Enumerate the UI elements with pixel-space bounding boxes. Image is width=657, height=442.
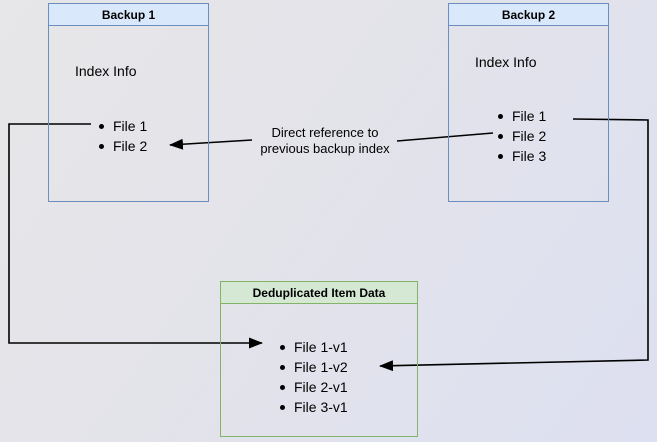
backup2-file-list: File 1 File 2 File 3 bbox=[498, 106, 546, 166]
bullet-icon bbox=[498, 113, 503, 119]
list-item: File 2-v1 bbox=[280, 377, 348, 397]
bullet-icon bbox=[280, 364, 285, 370]
bullet-icon bbox=[498, 153, 503, 159]
file-label: File 1 bbox=[512, 108, 547, 124]
file-label: File 1-v1 bbox=[294, 339, 348, 355]
backup2-index-info-label: Index Info bbox=[475, 54, 537, 70]
list-item: File 1-v2 bbox=[280, 357, 348, 377]
list-item: File 1-v1 bbox=[280, 337, 348, 357]
direct-reference-annotation: Direct reference to previous backup inde… bbox=[245, 125, 405, 157]
bullet-icon bbox=[280, 344, 285, 350]
dedup-title: Deduplicated Item Data bbox=[221, 282, 417, 304]
file-label: File 2-v1 bbox=[294, 379, 348, 395]
bullet-icon bbox=[99, 123, 104, 129]
file-label: File 2 bbox=[113, 138, 148, 154]
bullet-icon bbox=[280, 384, 285, 390]
list-item: File 3 bbox=[498, 146, 546, 166]
bullet-icon bbox=[99, 143, 104, 149]
file-label: File 1-v2 bbox=[294, 359, 348, 375]
backup1-index-info-label: Index Info bbox=[75, 63, 137, 79]
annotation-line2: previous backup index bbox=[260, 141, 390, 156]
bullet-icon bbox=[498, 133, 503, 139]
file-label: File 3-v1 bbox=[294, 399, 348, 415]
file-label: File 3 bbox=[512, 148, 547, 164]
dedup-box: Deduplicated Item Data bbox=[220, 281, 418, 437]
file-label: File 1 bbox=[113, 118, 148, 134]
list-item: File 2 bbox=[498, 126, 546, 146]
backup1-title: Backup 1 bbox=[49, 4, 208, 26]
file-label: File 2 bbox=[512, 128, 547, 144]
backup1-file-list: File 1 File 2 bbox=[99, 116, 147, 156]
bullet-icon bbox=[280, 404, 285, 410]
annotation-line1: Direct reference to bbox=[271, 125, 379, 140]
list-item: File 3-v1 bbox=[280, 397, 348, 417]
backup2-title: Backup 2 bbox=[449, 4, 608, 26]
backup2-box: Backup 2 bbox=[448, 3, 609, 202]
list-item: File 1 bbox=[99, 116, 147, 136]
list-item: File 1 bbox=[498, 106, 546, 126]
list-item: File 2 bbox=[99, 136, 147, 156]
dedup-file-list: File 1-v1 File 1-v2 File 2-v1 File 3-v1 bbox=[280, 337, 348, 417]
backup1-box: Backup 1 bbox=[48, 3, 209, 202]
